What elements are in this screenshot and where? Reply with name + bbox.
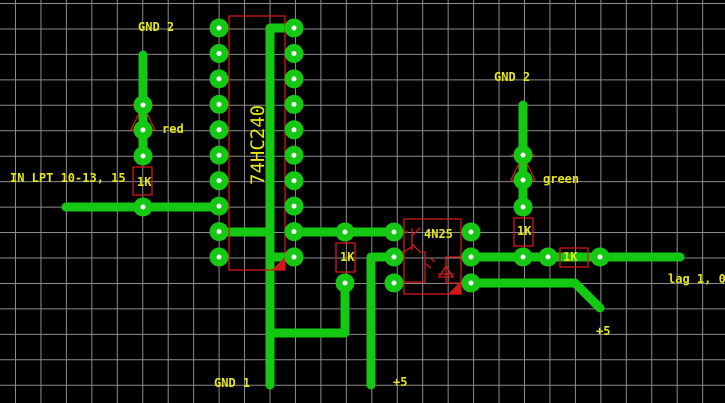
- label-gnd1: GND 1: [214, 376, 250, 390]
- pad[interactable]: [209, 196, 229, 216]
- label-r2: 1K: [340, 250, 355, 264]
- silkscreen: [129, 15, 589, 295]
- label-led-red: red: [162, 122, 184, 136]
- labels: GND 2 GND 2 GND 1 IN LPT 10-13, 15 74HC2…: [10, 20, 725, 390]
- pad[interactable]: [133, 120, 153, 140]
- pad[interactable]: [133, 146, 153, 166]
- pad[interactable]: [513, 145, 533, 165]
- label-led-green: green: [543, 172, 579, 186]
- pad[interactable]: [461, 273, 481, 293]
- pad[interactable]: [284, 18, 304, 38]
- pad[interactable]: [284, 43, 304, 63]
- pad[interactable]: [284, 120, 304, 140]
- pad[interactable]: [284, 69, 304, 89]
- pad[interactable]: [513, 197, 533, 217]
- pad[interactable]: [209, 171, 229, 191]
- r3-outline[interactable]: [513, 217, 534, 247]
- pad[interactable]: [513, 247, 533, 267]
- pad[interactable]: [284, 247, 304, 267]
- label-r1: 1K: [137, 175, 152, 189]
- pad[interactable]: [461, 222, 481, 242]
- label-input: IN LPT 10-13, 15: [10, 171, 126, 185]
- label-vcc2: +5: [596, 324, 610, 338]
- label-ic-4n25: 4N25: [424, 227, 453, 241]
- label-r4: 1K: [563, 250, 578, 264]
- pad[interactable]: [538, 247, 558, 267]
- label-output: lag 1, 0: [668, 272, 725, 286]
- pad[interactable]: [284, 171, 304, 191]
- pad[interactable]: [335, 273, 355, 293]
- pad[interactable]: [209, 69, 229, 89]
- pad[interactable]: [209, 94, 229, 114]
- pad[interactable]: [461, 247, 481, 267]
- r1-outline[interactable]: [132, 166, 153, 196]
- pad[interactable]: [384, 247, 404, 267]
- pin1-marker: [272, 257, 285, 270]
- pad[interactable]: [284, 222, 304, 242]
- label-r3: 1K: [517, 224, 532, 238]
- trace-r2-gnd[interactable]: [265, 278, 350, 338]
- pin1-marker: [448, 281, 461, 294]
- label-gnd2-left: GND 2: [138, 20, 174, 34]
- pad[interactable]: [209, 247, 229, 267]
- trace-vcc2[interactable]: [466, 278, 605, 313]
- pad[interactable]: [209, 120, 229, 140]
- pad[interactable]: [209, 222, 229, 242]
- pad[interactable]: [209, 145, 229, 165]
- label-gnd2-right: GND 2: [494, 70, 530, 84]
- pad[interactable]: [209, 18, 229, 38]
- pad[interactable]: [384, 273, 404, 293]
- pad[interactable]: [590, 247, 610, 267]
- r2-outline[interactable]: [335, 242, 356, 273]
- pad[interactable]: [335, 222, 355, 242]
- pad[interactable]: [284, 196, 304, 216]
- traces: [61, 23, 685, 390]
- r4-outline[interactable]: [559, 247, 589, 268]
- pad[interactable]: [133, 95, 153, 115]
- label-ic-74hc240: 74HC240: [247, 105, 269, 185]
- pad[interactable]: [284, 145, 304, 165]
- pad[interactable]: [513, 170, 533, 190]
- pad[interactable]: [384, 222, 404, 242]
- pad[interactable]: [209, 43, 229, 63]
- pad[interactable]: [133, 197, 153, 217]
- ic-74hc240-outline[interactable]: [228, 15, 286, 271]
- pads: [133, 18, 610, 293]
- pad[interactable]: [284, 94, 304, 114]
- label-vcc1: +5: [393, 375, 407, 389]
